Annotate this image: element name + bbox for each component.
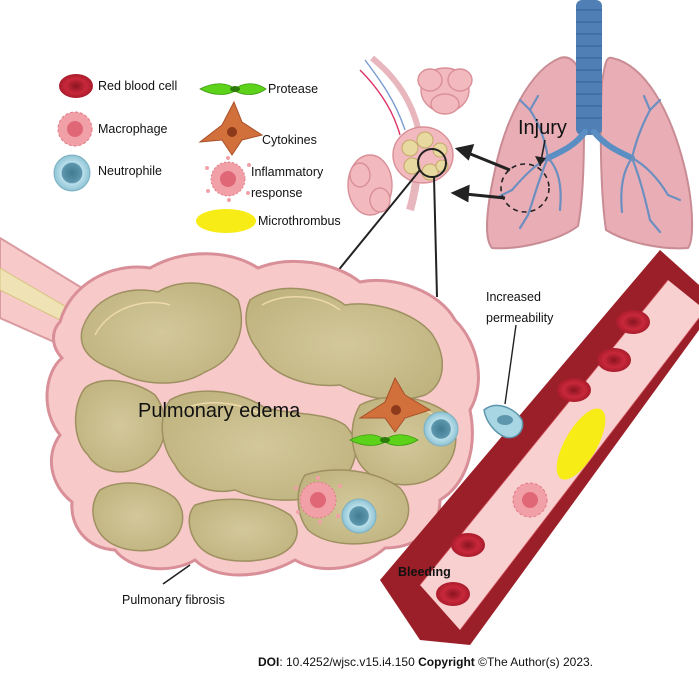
inflammatory-response-cell: [294, 476, 342, 524]
protease-cell: [349, 434, 419, 446]
legend-inflammatory-response-icon: [205, 156, 251, 202]
macrophage-in-vessel: [512, 482, 548, 518]
injury-label: Injury: [518, 117, 567, 139]
legend-label-inflammatory-line1: Inflammatory: [251, 165, 324, 179]
neutrophil-crossing-wall: [483, 404, 524, 439]
alveolar-cluster-small: [347, 55, 473, 216]
legend-macrophage-icon: [57, 111, 93, 147]
vessel-red-blood-cells: [436, 310, 650, 606]
legend-cytokines-icon: [198, 100, 264, 156]
lungs-illustration: [486, 0, 694, 250]
increased-permeability-line1: Increased: [486, 290, 541, 304]
alveolus-main: [0, 236, 480, 577]
microthrombus-in-vessel: [556, 408, 606, 480]
injury-arrows: [450, 143, 511, 203]
zoom-lines: [327, 169, 438, 298]
legend-protease-icon: [199, 83, 267, 95]
legend-label-red-blood-cell: Red blood cell: [98, 79, 178, 93]
red-blood-cell: [616, 310, 650, 334]
doi-value: : 10.4252/wjsc.v15.i4.150: [279, 655, 419, 669]
red-blood-cell: [436, 582, 470, 606]
red-blood-cell: [597, 348, 631, 372]
copyright-value: ©The Author(s) 2023.: [474, 655, 594, 669]
legend-icons: [53, 74, 267, 233]
bronchioles: [498, 94, 682, 234]
legend-label-neutrophile: Neutrophile: [98, 164, 162, 178]
doi-footer: DOI: 10.4252/wjsc.v15.i4.150 Copyright ©…: [258, 655, 593, 669]
legend-label-inflammatory-line2: response: [251, 186, 303, 200]
legend-label-microthrombus: Microthrombus: [258, 214, 341, 228]
cytokines-cell: [358, 376, 432, 433]
permeability-pointer: [504, 324, 517, 405]
neutrophil-cell: [341, 498, 377, 534]
edema-fluid-chambers: [74, 282, 457, 562]
injury-site-marker: [500, 163, 550, 213]
left-lung: [486, 56, 585, 250]
bronchi: [545, 129, 635, 161]
legend-microthrombus-icon: [196, 209, 256, 233]
neutrophil-cell: [423, 411, 459, 447]
pulmonary-edema-label: Pulmonary edema: [138, 400, 301, 422]
right-lung: [599, 56, 694, 250]
zoom-focus-circle: [417, 148, 447, 178]
legend-neutrophile-icon: [53, 154, 91, 192]
bleeding-label: Bleeding: [398, 565, 451, 579]
increased-permeability-line2: permeability: [486, 311, 554, 325]
fluid-filled-sacs: [401, 131, 449, 181]
doi-label: DOI: [258, 655, 280, 669]
legend-label-protease: Protease: [268, 82, 319, 96]
legend-label-macrophage: Macrophage: [98, 122, 168, 136]
red-blood-cell: [557, 378, 591, 402]
copyright-label: Copyright: [418, 655, 475, 669]
red-blood-cell: [451, 533, 485, 557]
fibrosis-pointer: [162, 564, 191, 585]
trachea: [576, 0, 602, 135]
legend-label-cytokines: Cytokines: [262, 133, 317, 147]
legend-red-blood-cell-icon: [59, 74, 93, 98]
alveolus-cells: [162, 376, 459, 585]
trachea-rings: [576, 9, 602, 119]
pulmonary-fibrosis-label: Pulmonary fibrosis: [122, 593, 225, 607]
